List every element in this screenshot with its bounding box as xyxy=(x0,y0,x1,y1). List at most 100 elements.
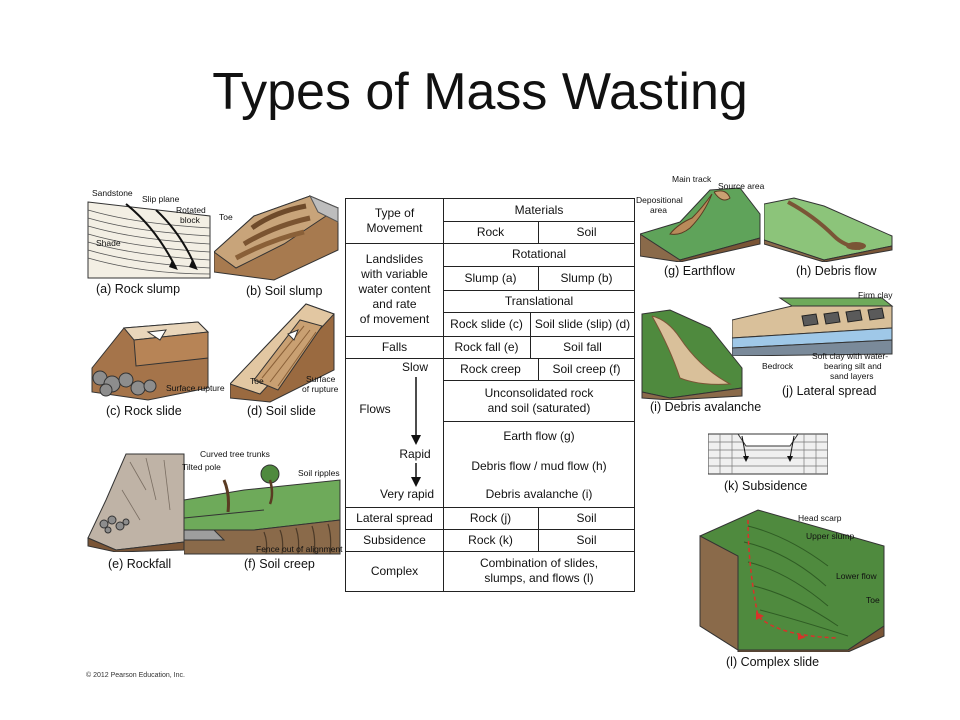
rock-slide-illustration xyxy=(88,318,212,402)
soil-slide-illustration xyxy=(229,300,340,404)
table-grid xyxy=(443,421,635,422)
cell-slump-a: Slump (a) xyxy=(464,270,517,285)
earthflow-illustration xyxy=(639,184,762,263)
caption-soil-slump: (b) Soil slump xyxy=(246,284,323,298)
cell-soil-j: Soil xyxy=(576,510,597,525)
cell-earth-flow-g: Earth flow (g) xyxy=(503,428,575,443)
page-title: Types of Mass Wasting xyxy=(212,63,748,121)
caption-earthflow: (g) Earthflow xyxy=(664,264,735,278)
cell-rock-j: Rock (j) xyxy=(469,510,512,525)
caption-debris-avalanche: (i) Debris avalanche xyxy=(650,400,762,414)
caption-soil-creep: (f) Soil creep xyxy=(244,557,315,571)
label-soft-clay-3: sand layers xyxy=(830,371,874,381)
label-toe-d: Toe xyxy=(250,376,264,386)
table-grid xyxy=(538,358,539,380)
label-source-area: Source area xyxy=(718,181,765,191)
table-grid xyxy=(530,312,531,336)
cell-soil-fall: Soil fall xyxy=(563,339,602,354)
row-landslides: Landslides with variable water content a… xyxy=(358,252,431,326)
label-soft-clay-2: bearing silt and xyxy=(824,361,882,371)
table-grid xyxy=(346,551,635,552)
table-grid xyxy=(443,290,635,291)
label-main-track: Main track xyxy=(672,174,712,184)
label-shade: Shade xyxy=(96,238,121,248)
table-grid xyxy=(346,358,635,359)
row-falls: Falls xyxy=(381,339,408,354)
label-depositional-2: area xyxy=(650,205,668,215)
label-head-scarp: Head scarp xyxy=(798,513,842,523)
label-slow: Slow xyxy=(401,359,428,374)
row-lateral-spread: Lateral spread xyxy=(356,510,433,525)
header-type-of-movement: Type of Movement xyxy=(366,206,423,235)
header-materials: Materials xyxy=(514,202,564,217)
label-depositional-1: Depositional xyxy=(636,195,683,205)
lateral-spread-illustration xyxy=(731,294,896,357)
cell-rotational: Rotational xyxy=(511,247,567,261)
label-curved-tree-trunks: Curved tree trunks xyxy=(200,449,270,459)
cell-rock-creep: Rock creep xyxy=(460,361,521,376)
label-upper-slump: Upper slump xyxy=(806,531,855,541)
debris-flow-illustration xyxy=(763,196,894,263)
table-grid xyxy=(346,529,635,530)
header-rock: Rock xyxy=(476,224,505,239)
debris-avalanche-illustration xyxy=(640,308,744,401)
cell-soil-creep-f: Soil creep (f) xyxy=(552,361,621,376)
cell-unconsolidated: Unconsolidated rock and soil (saturated) xyxy=(484,385,594,415)
cell-rock-slide-c: Rock slide (c) xyxy=(450,316,523,331)
label-tilted-pole: Tilted pole xyxy=(182,462,221,472)
label-soft-clay-1: Soft clay with water- xyxy=(812,351,889,361)
table-grid xyxy=(538,529,539,551)
caption-complex-slide: (l) Complex slide xyxy=(726,655,820,669)
caption-lateral-spread: (j) Lateral spread xyxy=(782,384,877,398)
cell-debris-flow-h: Debris flow / mud flow (h) xyxy=(471,458,607,473)
cell-soil-slide-d: Soil slide (slip) (d) xyxy=(534,316,631,331)
complex-slide-illustration xyxy=(698,506,886,653)
cell-rock-fall-e: Rock fall (e) xyxy=(454,339,519,354)
table-grid xyxy=(443,266,635,267)
table-grid xyxy=(346,336,635,337)
caption-rock-slump: (a) Rock slump xyxy=(96,282,181,296)
label-soil-ripples: Soil ripples xyxy=(298,468,340,478)
table-grid xyxy=(443,221,635,222)
row-flows: Flows xyxy=(359,401,391,416)
label-sandstone: Sandstone xyxy=(92,188,133,198)
speed-arrow xyxy=(411,377,421,487)
copyright-notice: © 2012 Pearson Education, Inc. xyxy=(86,672,185,679)
table-grid xyxy=(530,336,531,358)
label-surface-rupture-d-2: of rupture xyxy=(302,384,339,394)
caption-rockfall: (e) Rockfall xyxy=(108,557,172,571)
caption-rock-slide: (c) Rock slide xyxy=(106,404,182,418)
table-grid xyxy=(443,312,635,313)
rock-slump-illustration xyxy=(86,188,212,280)
table-grid xyxy=(443,380,635,381)
label-slip-plane: Slip plane xyxy=(142,194,180,204)
label-toe-l: Toe xyxy=(866,595,880,605)
soil-slump-illustration xyxy=(213,192,340,282)
row-complex: Complex xyxy=(370,563,419,578)
row-subsidence: Subsidence xyxy=(363,532,426,547)
cell-combination: Combination of slides, slumps, and flows… xyxy=(479,556,599,585)
label-firm-clay: Firm clay xyxy=(858,290,893,300)
cell-debris-avalanche-i: Debris avalanche (i) xyxy=(485,486,593,501)
header-soil: Soil xyxy=(576,224,597,239)
label-surface-rupture-d-1: Surface xyxy=(306,374,336,384)
table-grid xyxy=(538,266,539,290)
table-grid xyxy=(538,221,539,243)
table-grid xyxy=(346,243,635,244)
label-very-rapid: Very rapid xyxy=(379,486,435,501)
label-lower-flow: Lower flow xyxy=(836,571,877,581)
caption-soil-slide: (d) Soil slide xyxy=(247,404,316,418)
cell-rock-k: Rock (k) xyxy=(468,532,513,547)
rockfall-illustration xyxy=(86,450,186,553)
label-bedrock: Bedrock xyxy=(762,361,794,371)
label-fence: Fence out of alignment xyxy=(256,544,343,554)
caption-debris-flow: (h) Debris flow xyxy=(796,264,877,278)
label-rapid: Rapid xyxy=(399,446,431,461)
cell-soil-k: Soil xyxy=(576,532,597,547)
subsidence-illustration xyxy=(707,432,829,476)
cell-slump-b: Slump (b) xyxy=(560,270,613,285)
table-grid xyxy=(346,507,635,508)
soil-creep-illustration xyxy=(183,460,342,556)
label-rotated-block-2: block xyxy=(180,215,200,225)
caption-subsidence: (k) Subsidence xyxy=(724,479,808,493)
